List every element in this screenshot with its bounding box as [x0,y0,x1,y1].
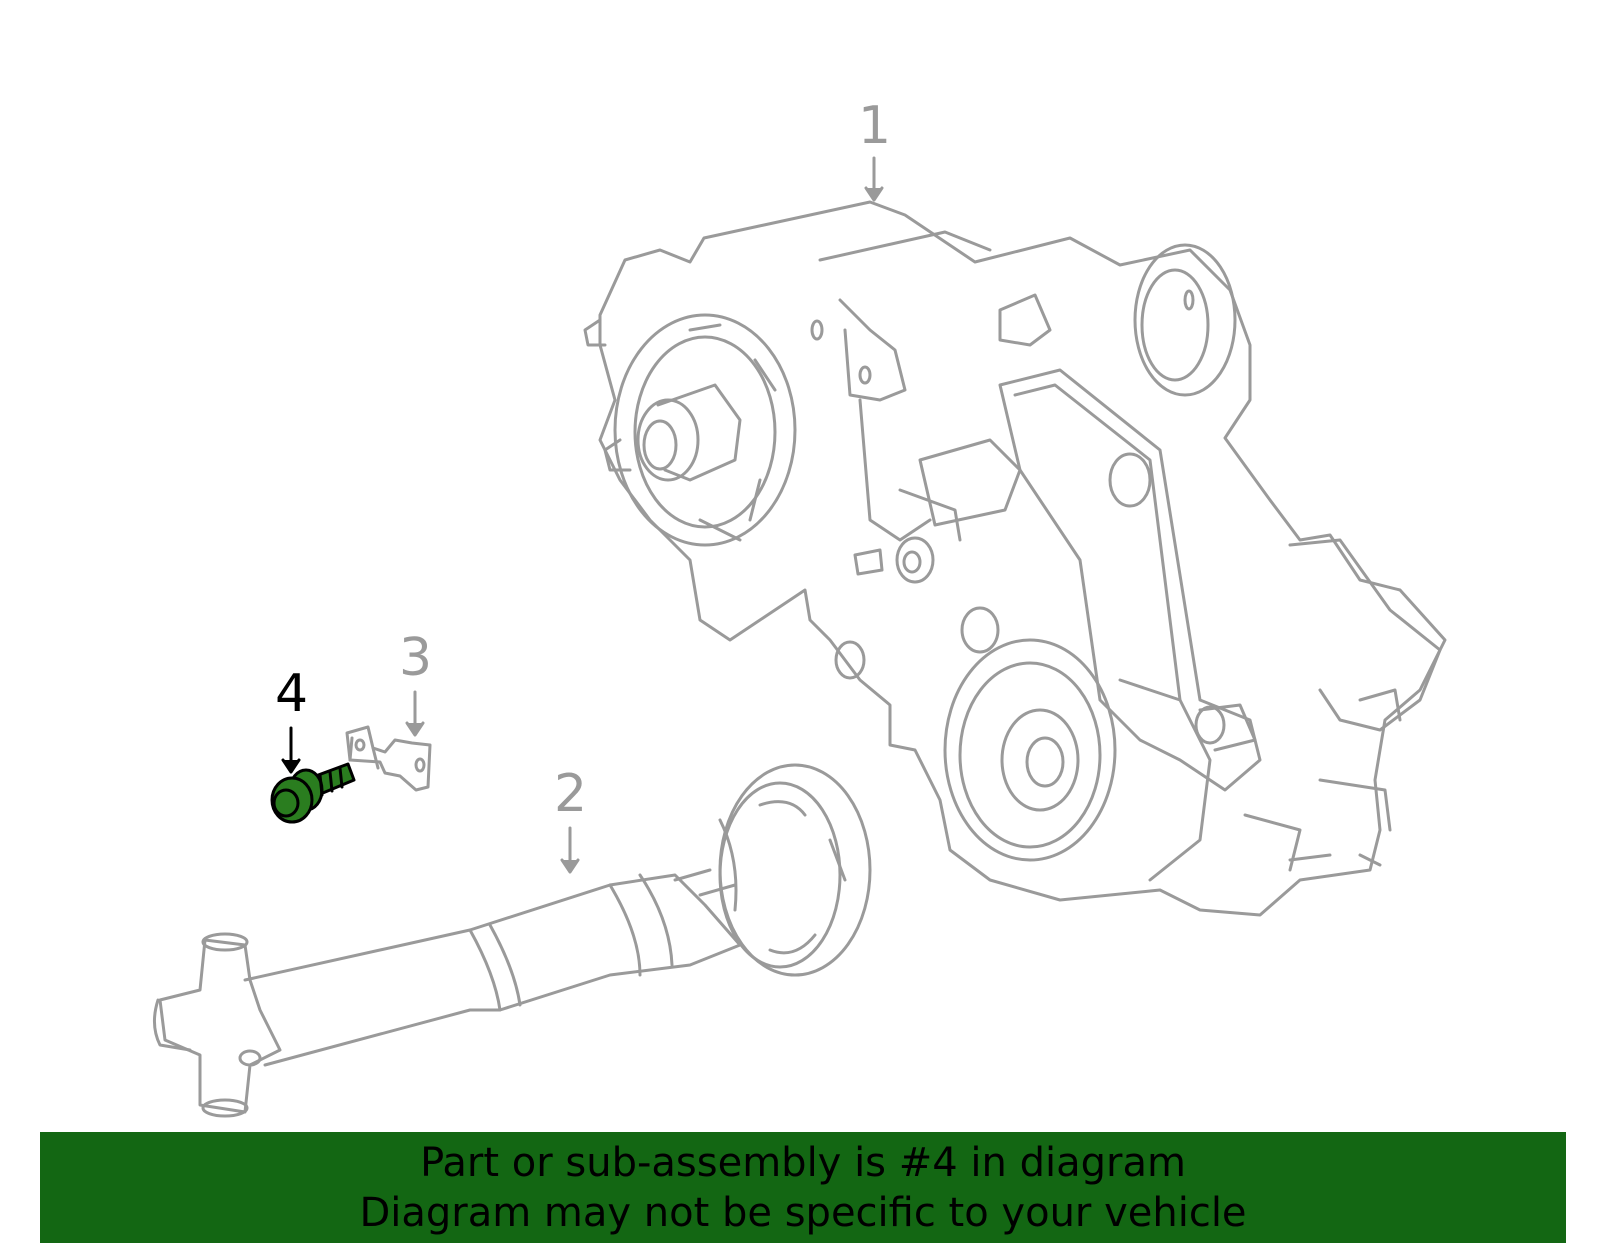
callout-label-3: 3 [399,628,433,688]
banner-line-disclaimer: Diagram may not be specific to your vehi… [359,1189,1247,1236]
transfer-case-drawing[interactable] [583,200,1447,917]
bolt-drawing[interactable] [270,762,356,824]
callout-label-1: 1 [858,96,892,156]
info-banner: Part or sub-assembly is #4 in diagram Di… [40,1132,1566,1243]
drive-shaft-drawing[interactable] [153,763,872,1118]
callout-label-2: 2 [554,764,588,824]
leader-arrows [281,156,884,874]
banner-line-part: Part or sub-assembly is #4 in diagram [420,1139,1186,1186]
bracket-drawing[interactable] [345,725,432,792]
callout-label-4: 4 [275,664,309,724]
